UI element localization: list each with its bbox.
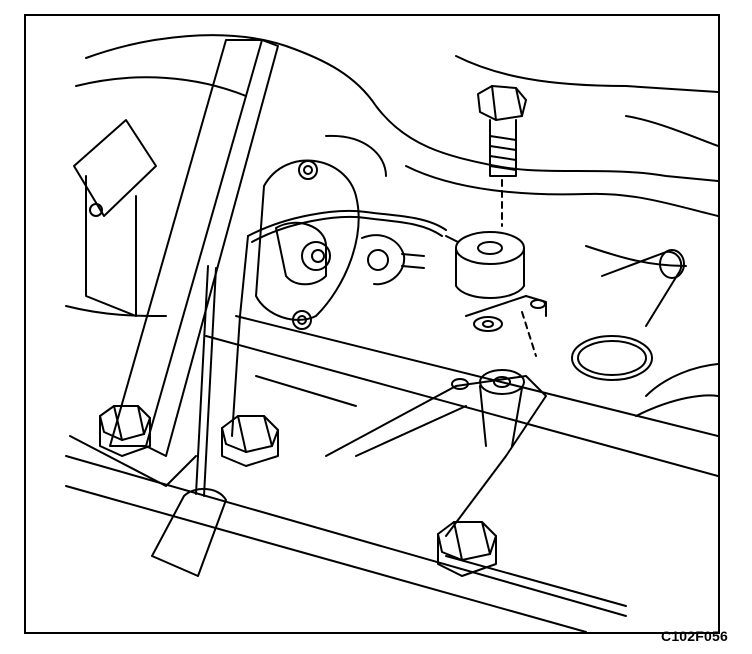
figure-code-label: C102F056 [661, 628, 728, 644]
illustration-frame [24, 14, 720, 634]
hex-bolt-middle [221, 415, 279, 467]
knock-sensor [445, 231, 525, 299]
tube [601, 249, 718, 417]
o-ring [571, 335, 653, 381]
engine-knock-sensor-illustration [65, 34, 718, 632]
sensor-housing [255, 159, 425, 330]
manifold-rails [65, 315, 718, 632]
engine-background [65, 34, 718, 317]
support-arm [69, 39, 279, 487]
left-bracket [73, 119, 157, 317]
hex-bolt-bottom [437, 521, 497, 577]
lower-bracket [325, 369, 547, 537]
mounting-bolt [477, 85, 527, 227]
mounting-boss [465, 295, 547, 357]
screwdriver [151, 265, 227, 577]
hex-bolt-left [99, 405, 151, 457]
